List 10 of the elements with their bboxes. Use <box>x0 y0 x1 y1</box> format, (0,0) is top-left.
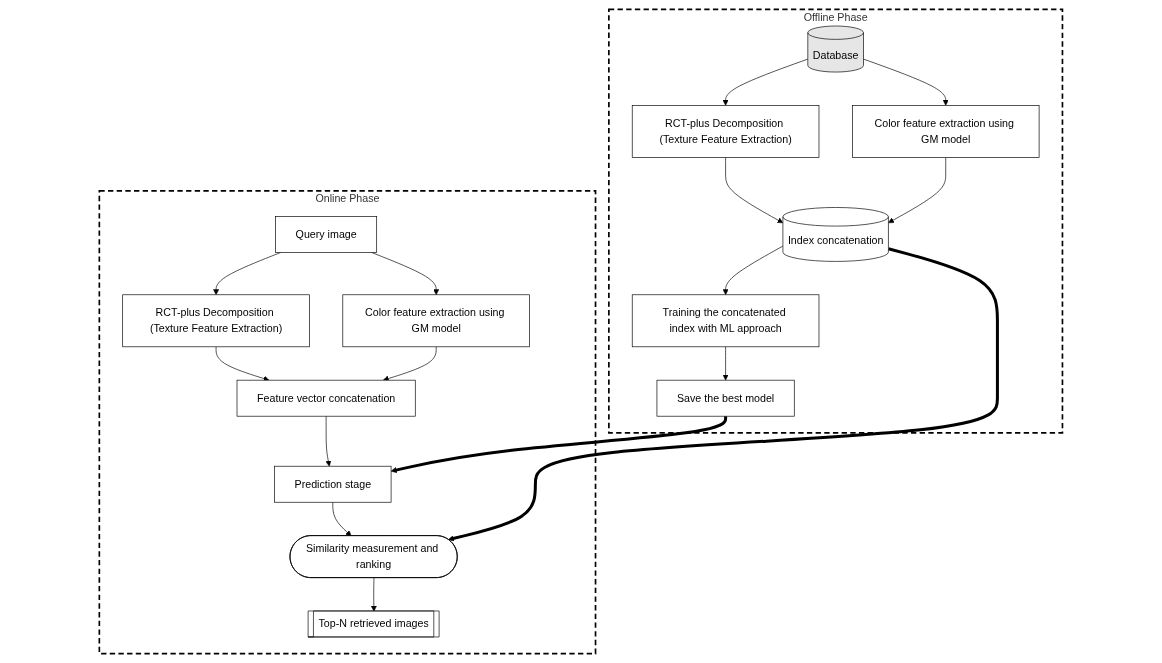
node-box: Training the concatenated index with ML approach <box>631 294 820 348</box>
node-box: Prediction stage <box>274 465 392 503</box>
node-box: Color feature extraction using GM model <box>342 294 530 348</box>
arrow <box>390 416 728 473</box>
node-box: RCT-plus Decomposition (Texture Feature Extraction) <box>122 294 310 348</box>
node-box: Query image <box>275 216 378 253</box>
node-box: Feature vector concatenation <box>236 379 416 417</box>
node-box: Color feature extraction using GM model <box>852 105 1040 158</box>
node-box: Save the best model <box>656 379 795 417</box>
node-box: RCT-plus Decomposition (Texture Feature Extraction) <box>631 105 820 158</box>
